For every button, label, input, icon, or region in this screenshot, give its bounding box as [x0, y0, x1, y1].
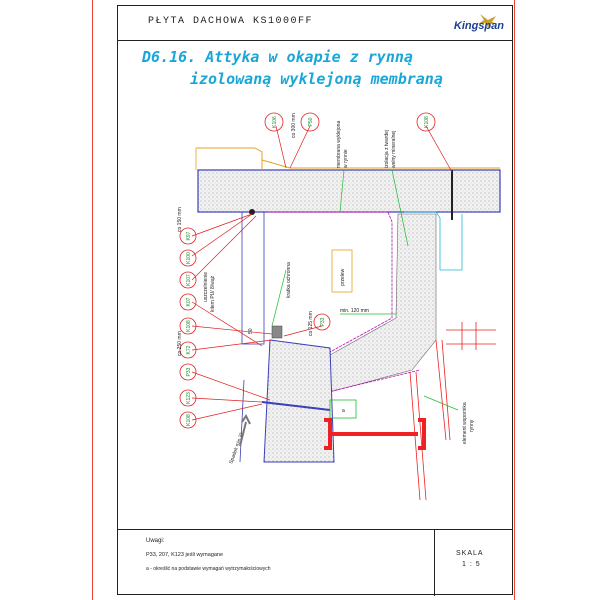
marker-label: K07: [186, 297, 192, 306]
notes-box: Uwagi: P33, 207, K123 jeśli wymagane a -…: [118, 529, 512, 596]
marker-label: P33: [320, 317, 326, 326]
label-co150: co 150 mm: [177, 207, 183, 232]
gutter-bracket: [261, 401, 331, 411]
marker-label: K108: [424, 116, 430, 128]
drawing-heading-line1: D6.16. Attyka w okapie z rynną: [142, 48, 413, 66]
seal-box: [271, 325, 283, 339]
marker-label: K100: [186, 252, 192, 264]
label-kratka: kratka ochronna: [286, 262, 292, 298]
leader-kratka: [271, 269, 287, 327]
drawing-heading-line2: izolowaną wyklejoną membraną: [190, 70, 443, 88]
label-izolacja-2: wełny mineralnej: [391, 131, 397, 168]
gutter-lining: [404, 211, 463, 271]
purlin: [446, 322, 496, 350]
marker-label: K108: [186, 320, 192, 332]
marker-label: K106: [272, 116, 278, 128]
overflow-box: [331, 249, 353, 293]
label-dim50: 50: [248, 328, 254, 334]
marker-label: K108: [186, 414, 192, 426]
marker-label: P50: [308, 117, 314, 126]
support-lines: [409, 339, 451, 501]
title-bar: PŁYTA DACHOWA KS1000FF Kingspan: [118, 6, 512, 41]
wall-panel: [263, 339, 335, 463]
label-izolacja: izolacja z twardej: [384, 130, 390, 168]
fastener-bolt: [249, 209, 255, 215]
marker-label: K107: [186, 274, 192, 286]
gutter-insulation: [329, 213, 437, 393]
roof-panel: [197, 169, 501, 213]
label-uszczelnienie-2: kitem PU/ 8/wąż: [210, 275, 216, 312]
label-element: element wspornika: [462, 402, 468, 444]
marker-label: K97: [186, 231, 192, 240]
leader-membrane: [339, 169, 345, 213]
scale-value: 1 : 5: [462, 561, 481, 568]
marker-label: K72: [186, 345, 192, 354]
label-uszczelnienie: uszczelnienie: [203, 272, 209, 302]
reference-markers: [179, 112, 436, 429]
label-membrana-2: w rynnie: [343, 149, 349, 168]
note-2: a - określić na podstawie wymagań wytrzy…: [146, 566, 271, 572]
reference-marker-labels: K106 P50 K108 K97 K100 K107 K07 K108 K72…: [186, 116, 430, 426]
slope-arrow-icon: [239, 414, 251, 447]
document-title: PŁYTA DACHOWA KS1000FF: [148, 16, 314, 27]
red-leaders: [191, 125, 453, 421]
label-co250: co 250 mm: [177, 331, 183, 356]
attic-frame: [241, 211, 265, 345]
label-membrana: membrana wyklejona: [336, 121, 342, 168]
leader-element: [423, 395, 459, 411]
logo-text: Kingspan: [453, 20, 504, 32]
marker-label: K123: [186, 392, 192, 404]
scale-label: SKALA: [456, 550, 484, 557]
drawing-sheet: PŁYTA DACHOWA KS1000FF Kingspan D6.16. A…: [117, 5, 513, 596]
dimension-a-box: [329, 399, 357, 419]
note-1: P33, 207, K123 jeśli wymagane: [146, 552, 224, 558]
label-co125: co 125 mm: [308, 311, 314, 336]
label-przelew: przelew: [340, 268, 346, 286]
steel-i-beam: [324, 418, 426, 450]
marker-label: P33: [186, 367, 192, 376]
kingspan-logo-icon: [478, 14, 498, 28]
label-element-2: rynny: [469, 419, 475, 432]
label-min120: min. 120 mm: [340, 308, 369, 314]
label-co300: co 300 mm: [291, 113, 297, 138]
leader-insulation: [391, 169, 409, 247]
notes-divider: [434, 530, 435, 596]
notes-title: Uwagi:: [146, 538, 165, 544]
label-dim-a: a: [342, 408, 345, 414]
